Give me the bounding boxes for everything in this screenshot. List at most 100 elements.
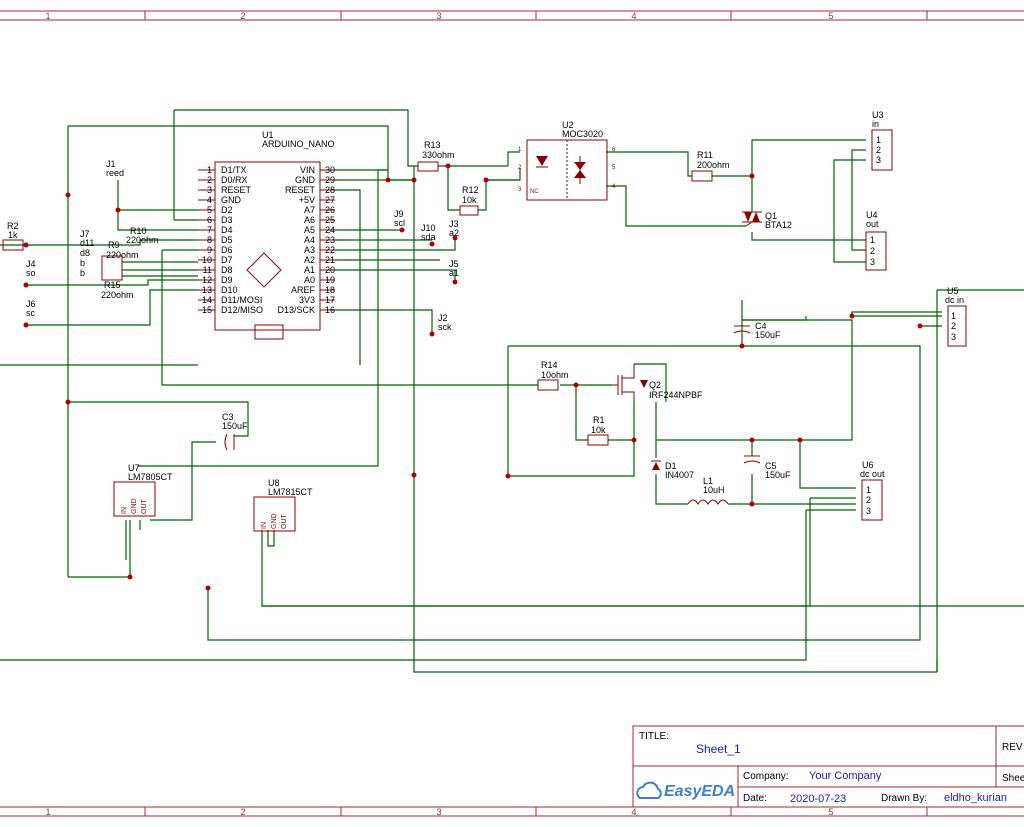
u1-left-pin-num: 10 xyxy=(202,255,212,265)
c4-value: 150uF xyxy=(755,330,781,340)
u1-left-pin-num: 1 xyxy=(207,165,212,175)
u3-pin-3: 3 xyxy=(876,155,881,165)
u1-left-pin-name: D1/TX xyxy=(221,165,247,175)
u5-pin-2: 2 xyxy=(951,321,956,331)
date-value: 2020-07-23 xyxy=(790,793,846,805)
u1-left-pin-name: D10 xyxy=(221,285,238,295)
u6-pin-3: 3 xyxy=(866,506,871,516)
col-label-top-5: 5 xyxy=(828,11,833,21)
u1-right-pin-num: 29 xyxy=(325,175,335,185)
q1-value: BTA12 xyxy=(765,220,792,230)
u1-right-pin-num: 22 xyxy=(325,245,335,255)
u1-right-pin-name: A4 xyxy=(304,235,315,245)
r10-value: 220ohm xyxy=(126,235,159,245)
r13-body xyxy=(417,161,439,172)
easyeda-logo: EasyEDA xyxy=(636,781,735,800)
r12-body xyxy=(459,205,479,216)
u1-left-pin-num: 11 xyxy=(203,265,212,275)
u1-right-pin-num: 26 xyxy=(325,205,335,215)
regulator-u7: U7 LM7805CT IN GND OUT xyxy=(113,463,173,517)
date-label: Date: xyxy=(743,793,767,804)
u4-pin-1: 1 xyxy=(870,235,875,245)
j2-label: sck xyxy=(438,322,452,332)
u7-out: OUT xyxy=(141,499,148,515)
u1-right-pin-num: 25 xyxy=(325,215,335,225)
j1-label: reed xyxy=(106,168,124,178)
u5-label: dc in xyxy=(945,295,964,305)
u2-pin-1: 1 xyxy=(518,147,522,153)
capacitors xyxy=(224,325,761,464)
u6-pin-2: 2 xyxy=(866,495,871,505)
j10-ref: J10 xyxy=(421,223,436,233)
col-label-top-3: 3 xyxy=(436,11,441,21)
j10-label: sda xyxy=(421,232,436,242)
r1-body xyxy=(587,434,609,446)
col-label-bottom-2: 2 xyxy=(240,807,245,817)
r11-ref: R11 xyxy=(697,150,713,160)
u6-body xyxy=(861,479,883,521)
drawn-value: eldho_kurian xyxy=(944,792,1007,804)
r1-ref: R1 xyxy=(593,415,605,425)
j4-label: so xyxy=(26,268,36,278)
j7-label: d11 xyxy=(80,238,94,248)
j6-label: sc xyxy=(26,308,36,318)
r12-ref: R12 xyxy=(462,185,479,195)
c5-value: 150uF xyxy=(765,470,791,480)
header-boxes xyxy=(861,129,967,521)
j9-label: scl xyxy=(394,218,405,228)
u1-right-pin-name: AREF xyxy=(291,285,316,295)
u1-right-pin-num: 27 xyxy=(325,195,335,205)
r2-ref: R2 xyxy=(7,221,19,231)
r13-ref: R13 xyxy=(424,140,441,150)
u1-right-pin-num: 30 xyxy=(325,165,335,175)
u2-pin-5: 5 xyxy=(612,165,616,171)
u1-left-pin-name: D4 xyxy=(221,225,233,235)
c4-ref: C4 xyxy=(755,321,767,331)
u1-left-pin-name: D12/MISO xyxy=(221,305,263,315)
u8-value: LM7815CT xyxy=(268,487,313,497)
u1-left-pin-num: 7 xyxy=(207,225,212,235)
u1-right-pin-name: VIN xyxy=(300,165,315,175)
j3-label: a2 xyxy=(449,228,459,238)
u7-gnd: GND xyxy=(131,498,138,514)
junctions xyxy=(23,163,923,591)
u2-ref: U2 xyxy=(562,120,574,130)
j2-ref: J2 xyxy=(438,313,448,323)
u6-pin-1: 1 xyxy=(866,485,871,495)
u3-body xyxy=(871,129,893,171)
u8-in: IN xyxy=(261,522,268,529)
sheet-label: Shee xyxy=(1002,773,1024,784)
col-label-bottom-5: 5 xyxy=(828,807,833,817)
u1-right-pin-num: 23 xyxy=(325,235,335,245)
u2-pin-4: 4 xyxy=(612,184,616,190)
q2-ref: Q2 xyxy=(649,380,661,390)
u3-pin-2: 2 xyxy=(876,145,881,155)
u3-pin-1: 1 xyxy=(876,135,881,145)
r14-value: 10ohm xyxy=(541,370,569,380)
u4-pin-3: 3 xyxy=(870,257,875,267)
u1-left-pin-name: GND xyxy=(221,195,242,205)
u4-label: out xyxy=(866,219,879,229)
u5-pin-1: 1 xyxy=(951,311,956,321)
u1-left-pin-num: 8 xyxy=(207,235,212,245)
u8-ref: U8 xyxy=(268,478,280,488)
u5-ref: U5 xyxy=(947,286,959,296)
u1-left-pin-num: 3 xyxy=(207,185,212,195)
d1-ref: D1 xyxy=(665,461,677,471)
u1-right-pin-name: A3 xyxy=(304,245,315,255)
mosfet-q2: Q2 IRF244NPBF xyxy=(612,364,703,402)
j3-ref: J3 xyxy=(449,219,459,229)
u4-body xyxy=(865,231,887,271)
title-block xyxy=(632,725,1024,808)
u1-left-pin-name: D8 xyxy=(221,265,233,275)
c5-ref: C5 xyxy=(765,461,777,471)
wires xyxy=(0,109,1024,673)
r15-ref: R15 xyxy=(104,280,121,290)
u1-right-pin-name: +5V xyxy=(299,195,315,205)
j7-label-b: d8 xyxy=(80,248,90,258)
title-label: TITLE: xyxy=(639,731,669,742)
title-value: Sheet_1 xyxy=(696,742,741,756)
u1-left-pin-num: 15 xyxy=(202,305,212,315)
r9-value: 220ohm xyxy=(106,250,139,260)
